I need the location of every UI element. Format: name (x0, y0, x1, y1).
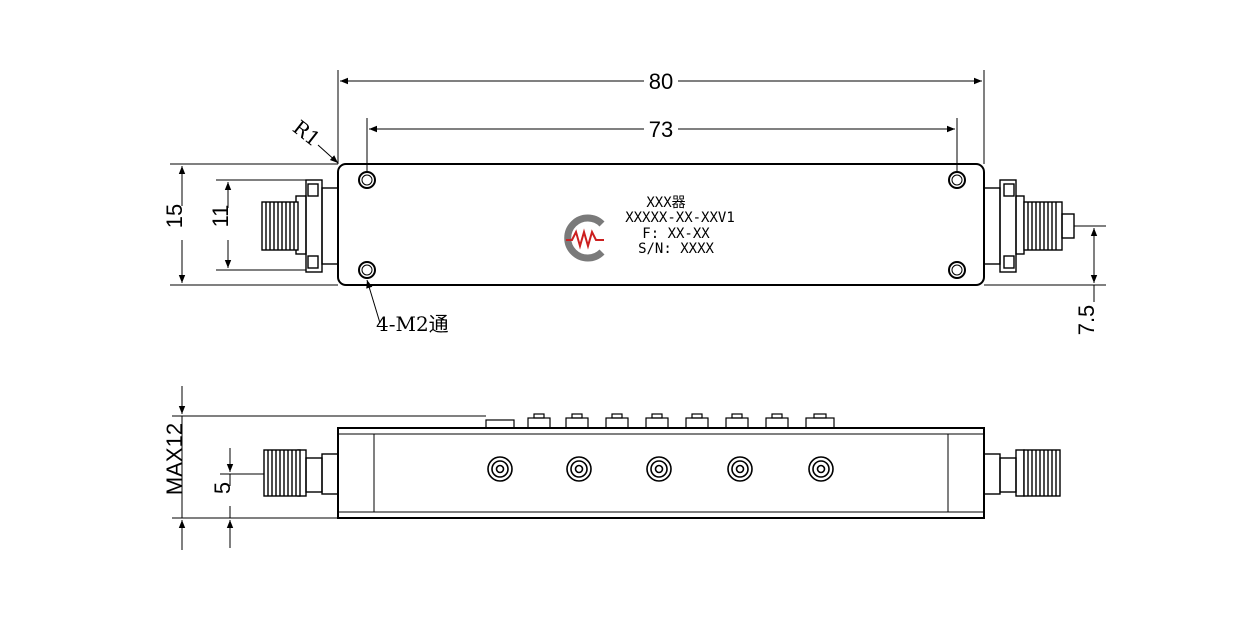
sma-connector-icon (261, 179, 339, 273)
mounting-hole-icon (948, 171, 966, 189)
mw-logo-icon (564, 214, 605, 262)
sma-connector-icon (983, 449, 1061, 497)
callout-mounting-holes-label: 4-M2通 (376, 312, 449, 336)
dimension-connector-offset (984, 225, 1106, 302)
callout-mounting-holes (366, 279, 381, 324)
tuning-screw-icon (646, 456, 672, 482)
dimension-connector-center-height (220, 448, 264, 548)
callout-corner-radius (317, 144, 339, 164)
dimension-connector-center-height-label: 5 (210, 482, 235, 494)
dimension-hole-spacing-label: 73 (649, 117, 673, 142)
dimension-body-height-label: 15 (162, 204, 187, 228)
sma-connector-icon (263, 449, 339, 497)
side-view (263, 413, 1061, 519)
mounting-hole-icon (358, 171, 376, 189)
dimension-connector-offset-label: 7.5 (1074, 305, 1099, 336)
mounting-hole-icon (948, 261, 966, 279)
top-view (261, 163, 1075, 286)
dimension-max-thickness-label: MAX12 (162, 423, 187, 495)
dimension-hole-spacing (366, 118, 958, 172)
dimension-connector-span (216, 179, 306, 271)
dimension-overall-length (337, 70, 985, 164)
dimension-max-thickness (172, 386, 486, 550)
label-line-1: XXX器 (646, 195, 685, 211)
sma-connector-icon (983, 179, 1075, 273)
dimension-overall-length-label: 80 (649, 69, 673, 94)
mounting-hole-icon (358, 261, 376, 279)
label-line-4: S/N: XXXX (638, 241, 714, 257)
tuning-screw-icon (808, 456, 834, 482)
tuning-screw-icon (566, 456, 592, 482)
dimension-body-height (170, 163, 338, 286)
label-line-2: XXXXX-XX-XXV1 (625, 210, 735, 226)
tuning-screw-icon (727, 456, 753, 482)
filter-body-side (337, 427, 985, 519)
dimension-connector-span-label: 11 (208, 205, 233, 228)
tuning-screw-icon (487, 456, 513, 482)
label-line-3: F: XX-XX (642, 226, 710, 242)
